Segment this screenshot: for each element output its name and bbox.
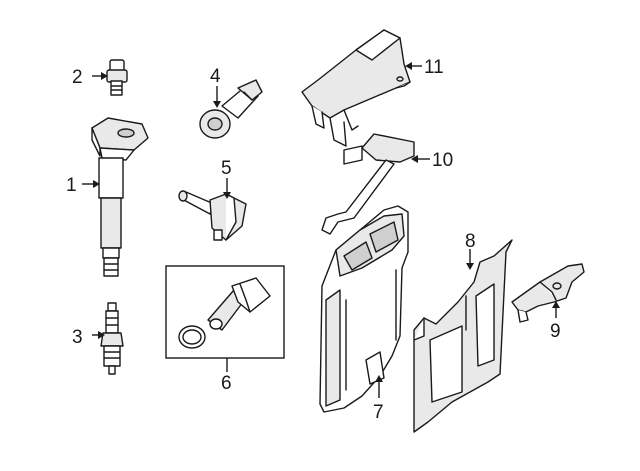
part-6-inset-box — [165, 265, 285, 359]
part-11-cover[interactable] — [301, 29, 411, 147]
callout-8: 8 — [465, 231, 476, 252]
part-6-sensor[interactable] — [178, 277, 271, 349]
part-7-ecm[interactable] — [319, 205, 409, 413]
part-4-knock-sensor[interactable] — [199, 79, 263, 139]
callout-9: 9 — [550, 321, 561, 342]
callout-4: 4 — [210, 66, 221, 87]
callout-2: 2 — [72, 67, 83, 88]
part-9-small-bracket[interactable] — [511, 263, 585, 323]
callout-3: 3 — [72, 327, 83, 348]
callout-11: 11 — [424, 57, 444, 78]
callout-labels: 2 1 3 4 5 6 7 8 9 10 11 — [66, 57, 561, 423]
callout-6: 6 — [221, 373, 232, 394]
part-8-mounting-plate[interactable] — [413, 239, 513, 433]
part-2-sensor[interactable] — [106, 59, 128, 96]
part-5-position-sensor[interactable] — [178, 190, 247, 241]
callout-10: 10 — [432, 150, 453, 171]
part-3-spark-plug[interactable] — [100, 302, 124, 375]
callout-7: 7 — [373, 402, 384, 423]
callout-5: 5 — [221, 158, 232, 179]
callout-1: 1 — [66, 175, 77, 196]
part-10-bracket[interactable] — [321, 133, 415, 235]
leader-lines — [82, 62, 560, 398]
part-1-ignition-coil[interactable] — [91, 117, 149, 277]
